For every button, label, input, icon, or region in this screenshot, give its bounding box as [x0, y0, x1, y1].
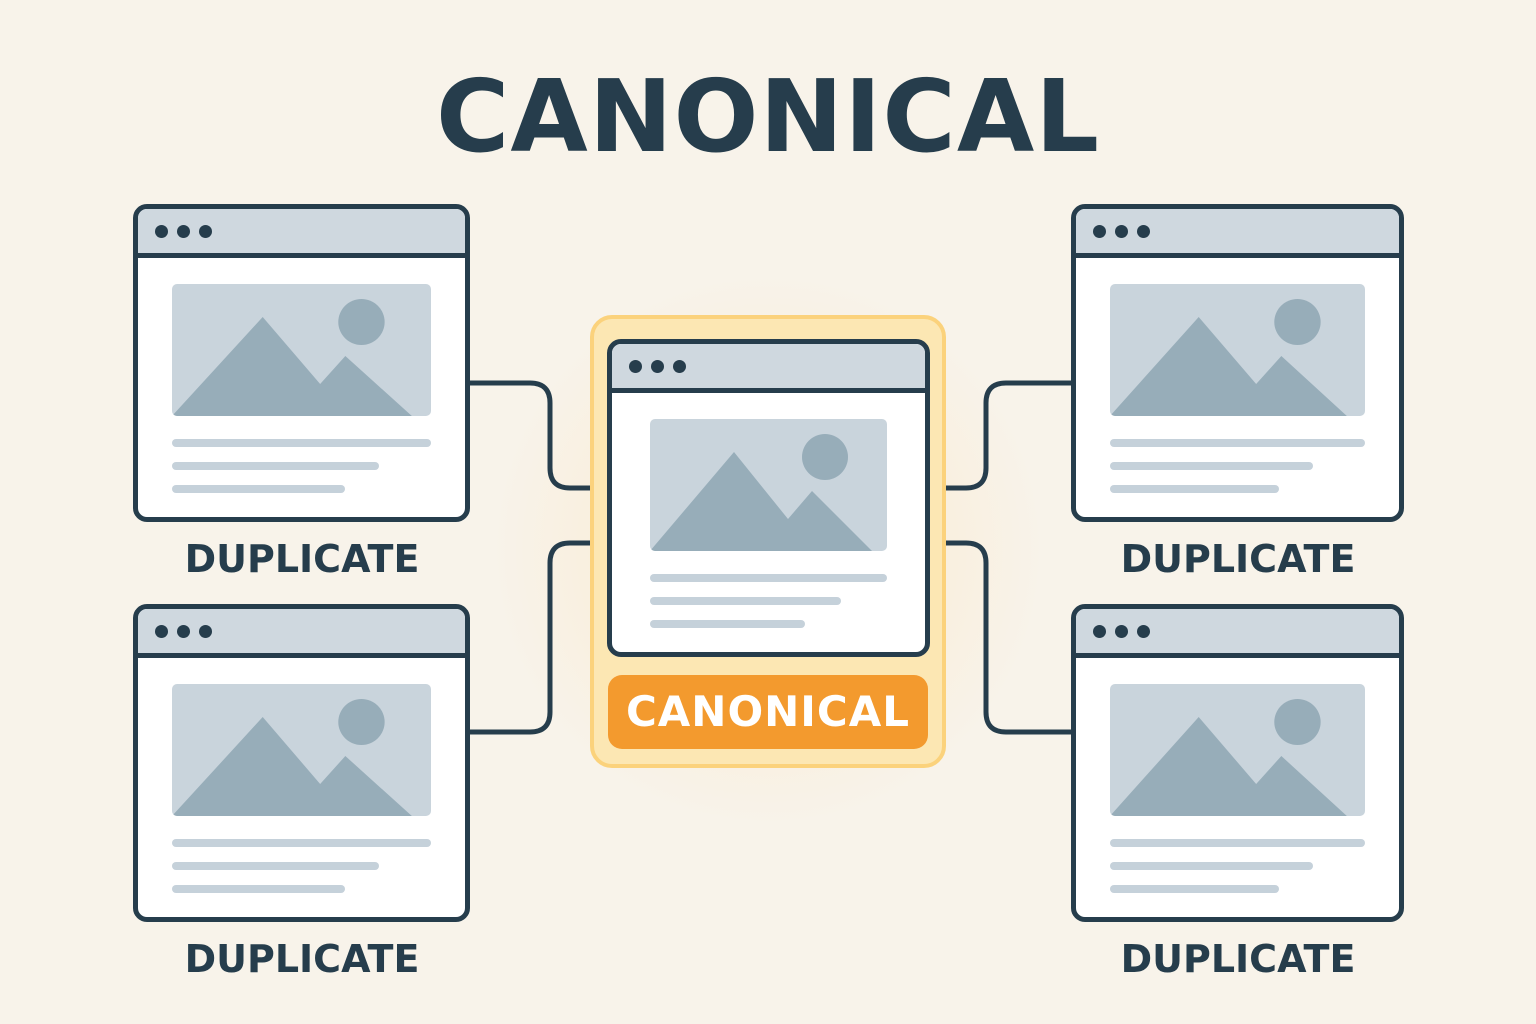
window-dot-icon: [1093, 625, 1106, 638]
text-line: [1110, 839, 1365, 847]
text-line: [1110, 485, 1279, 493]
duplicate-label-bottom-left: DUPLICATE: [184, 937, 420, 981]
window-dot-icon: [199, 625, 212, 638]
window-titlebar: [138, 609, 465, 658]
page-title: CANONICAL: [436, 58, 1100, 175]
window-dot-icon: [673, 360, 686, 373]
image-placeholder-icon: [1110, 284, 1365, 416]
text-line: [172, 462, 379, 470]
text-line: [172, 485, 345, 493]
window-dot-icon: [629, 360, 642, 373]
window-titlebar: [138, 209, 465, 258]
window-dot-icon: [1115, 625, 1128, 638]
window-dot-icon: [1115, 225, 1128, 238]
window-dot-icon: [651, 360, 664, 373]
window-dot-icon: [199, 225, 212, 238]
text-line: [172, 885, 345, 893]
window-titlebar: [1076, 209, 1399, 258]
image-placeholder-icon: [650, 419, 887, 551]
duplicate-window-top-right: [1071, 204, 1404, 522]
connector-bottom-right: [937, 540, 1076, 735]
text-line: [650, 574, 887, 582]
connector-top-left: [467, 380, 603, 491]
text-line: [1110, 439, 1365, 447]
text-line: [1110, 862, 1313, 870]
duplicate-window-bottom-left: [133, 604, 470, 922]
text-line: [650, 620, 805, 628]
text-line: [172, 839, 431, 847]
canonical-window: [607, 339, 930, 657]
canonical-badge: CANONICAL: [608, 675, 928, 749]
window-dot-icon: [177, 225, 190, 238]
image-placeholder-icon: [172, 684, 431, 816]
window-dot-icon: [1137, 625, 1150, 638]
duplicate-window-bottom-right: [1071, 604, 1404, 922]
window-titlebar: [1076, 609, 1399, 658]
window-dot-icon: [155, 225, 168, 238]
duplicate-label-top-left: DUPLICATE: [184, 537, 420, 581]
text-line: [1110, 462, 1313, 470]
text-line: [172, 862, 379, 870]
image-placeholder-icon: [1110, 684, 1365, 816]
text-line: [172, 439, 431, 447]
duplicate-label-top-right: DUPLICATE: [1120, 537, 1356, 581]
text-line: [1110, 885, 1279, 893]
connector-bottom-left: [467, 540, 603, 735]
window-titlebar: [612, 344, 925, 393]
duplicate-label-bottom-right: DUPLICATE: [1120, 937, 1356, 981]
connector-top-right: [937, 380, 1076, 491]
image-placeholder-icon: [172, 284, 431, 416]
text-line: [650, 597, 841, 605]
window-dot-icon: [155, 625, 168, 638]
duplicate-window-top-left: [133, 204, 470, 522]
window-dot-icon: [1093, 225, 1106, 238]
window-dot-icon: [1137, 225, 1150, 238]
window-dot-icon: [177, 625, 190, 638]
